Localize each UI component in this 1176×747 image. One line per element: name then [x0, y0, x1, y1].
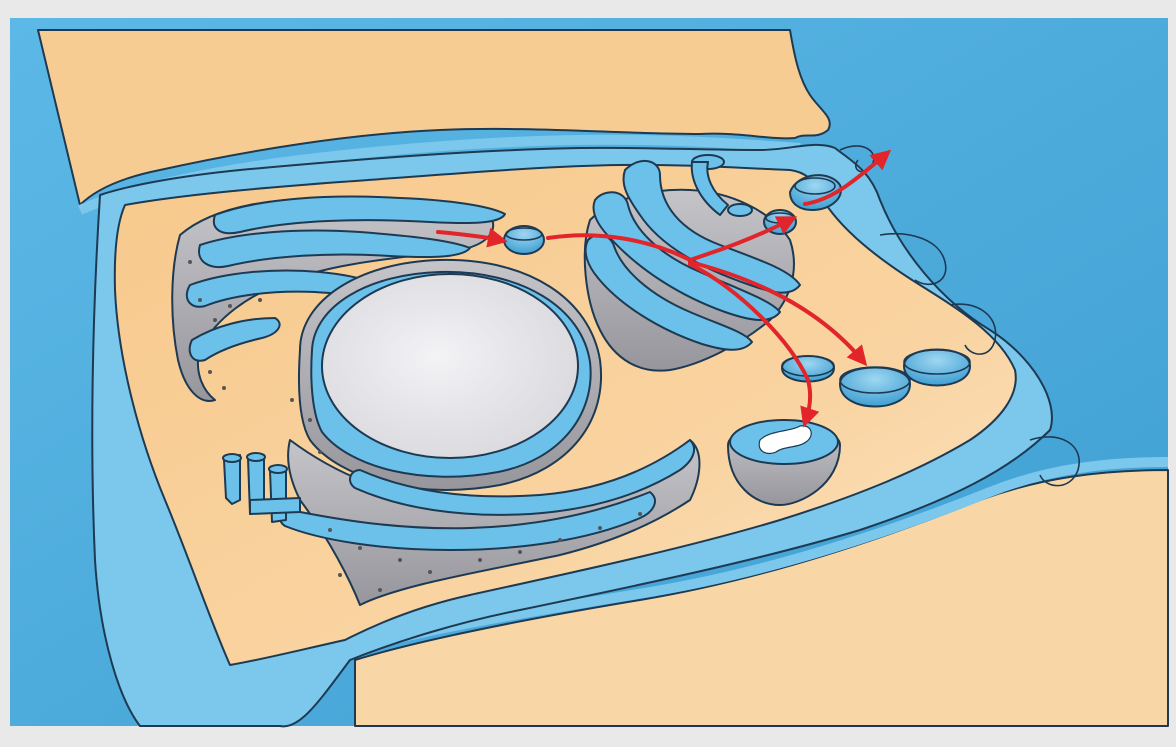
vesicle-2	[840, 367, 910, 407]
transport-vesicle	[504, 226, 544, 254]
nucleus-interior	[322, 274, 578, 458]
golgi-cisterna-end-2	[728, 204, 752, 216]
vesicle-3	[904, 350, 970, 386]
